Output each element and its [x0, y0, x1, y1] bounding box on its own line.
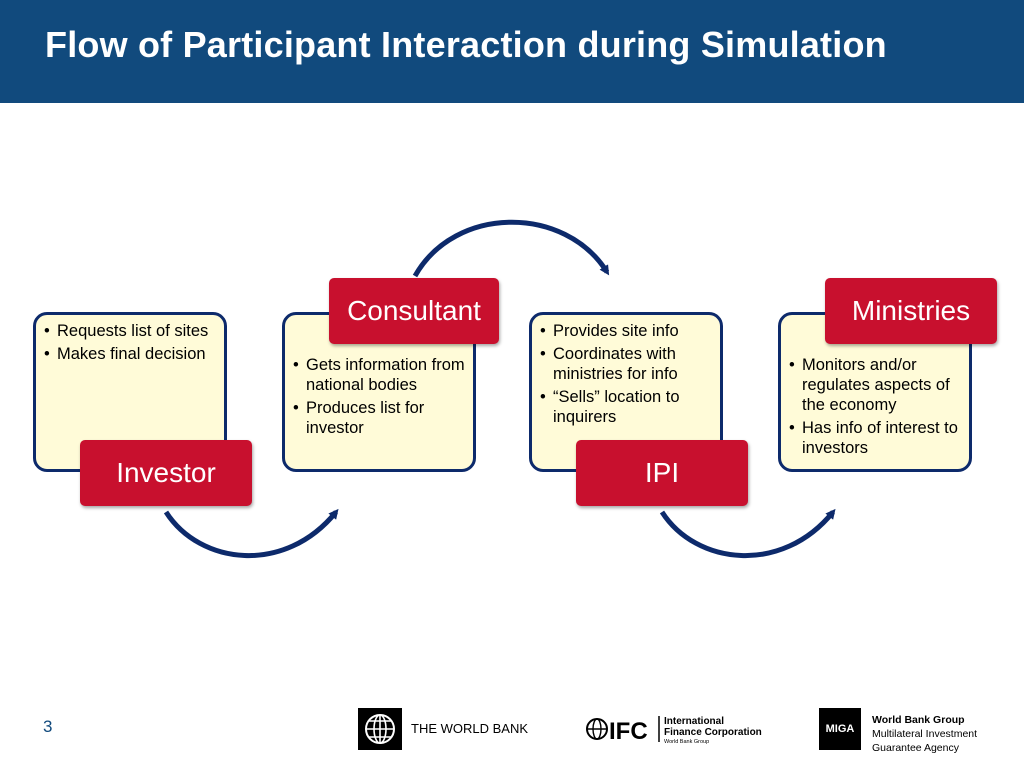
list-item: Has info of interest to investors: [787, 418, 963, 458]
arrow-consultant-to-ipi: [412, 219, 610, 278]
ministries-bullets: Monitors and/or regulates aspects of the…: [787, 355, 963, 461]
consultant-tag: Consultant: [329, 278, 499, 344]
ifc-line-2: Finance Corporation: [664, 727, 762, 738]
arrow-investor-to-consultant: [163, 508, 339, 558]
list-item: Provides site info: [538, 321, 714, 341]
ifc-logo: IFC International Finance Corporation Wo…: [585, 712, 767, 751]
ipi-bullets: Provides site info Coordinates with mini…: [538, 321, 714, 430]
list-item: “Sells” location to inquirers: [538, 387, 714, 427]
ifc-line-1: International: [664, 716, 724, 727]
list-item: Requests list of sites: [42, 321, 218, 341]
list-item: Gets information from national bodies: [291, 355, 467, 395]
world-bank-globe-icon: [358, 708, 402, 750]
title-bar: Flow of Participant Interaction during S…: [0, 0, 1024, 103]
world-bank-label: THE WORLD BANK: [411, 721, 529, 736]
list-item: Makes final decision: [42, 344, 218, 364]
slide-title: Flow of Participant Interaction during S…: [45, 24, 887, 65]
wbg-title: World Bank Group: [872, 714, 965, 726]
ifc-line-3: World Bank Group: [664, 739, 709, 745]
list-item: Monitors and/or regulates aspects of the…: [787, 355, 963, 415]
investor-bullets: Requests list of sites Makes final decis…: [42, 321, 218, 367]
ifc-mark: IFC: [609, 718, 648, 745]
wbg-line-1: Multilateral Investment: [872, 728, 978, 740]
miga-logo: MIGA: [819, 708, 861, 750]
miga-caption: World Bank Group Multilateral Investment…: [872, 713, 977, 755]
list-item: Coordinates with ministries for info: [538, 344, 714, 384]
wbg-line-2: Guarantee Agency: [872, 742, 959, 754]
investor-tag: Investor: [80, 440, 252, 506]
ipi-tag: IPI: [576, 440, 748, 506]
ministries-tag: Ministries: [825, 278, 997, 344]
page-number: 3: [43, 717, 53, 736]
list-item: Produces list for investor: [291, 398, 467, 438]
arrow-ipi-to-ministries: [659, 508, 836, 558]
consultant-bullets: Gets information from national bodies Pr…: [291, 355, 467, 441]
